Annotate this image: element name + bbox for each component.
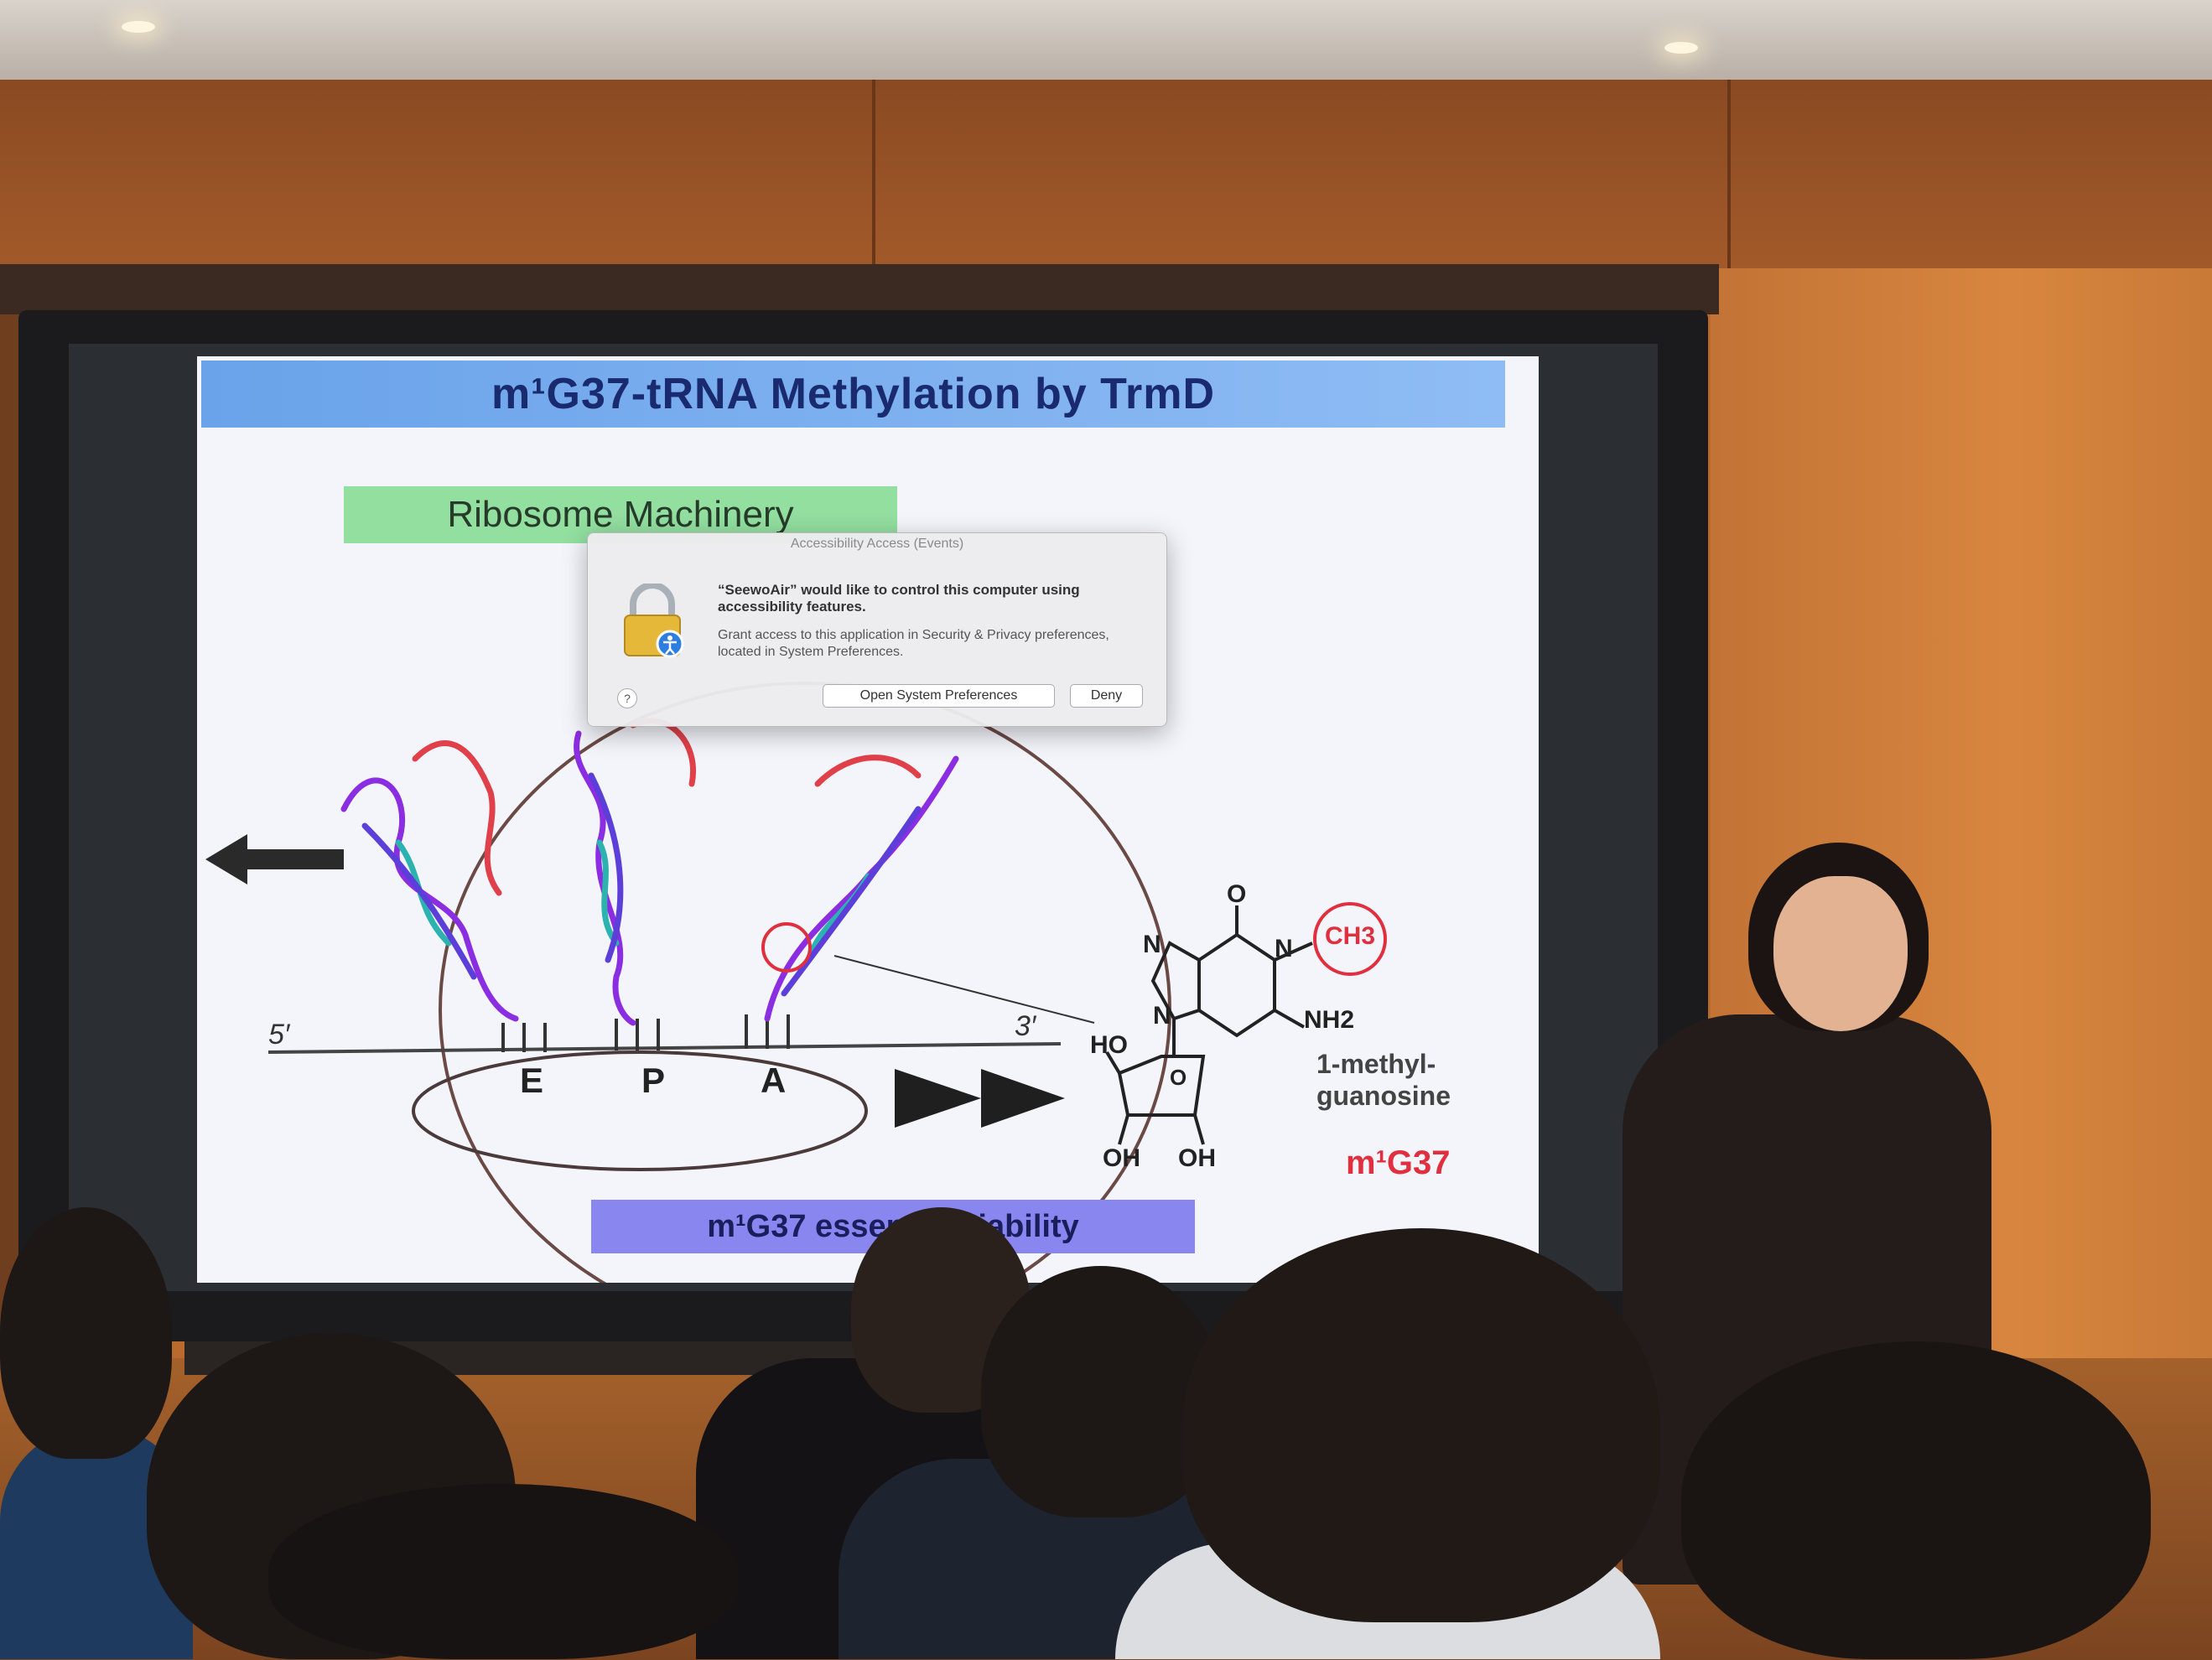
forward-triangle [981, 1069, 1065, 1128]
chem-n7: N [1143, 931, 1161, 958]
accessibility-dialog: Accessibility Access (Events) “SeewoAir”… [587, 532, 1167, 727]
methyl-highlight-circle [1313, 902, 1387, 976]
molecule-name: 1-methyl- guanosine [1316, 1049, 1451, 1111]
large-subunit-outline [439, 682, 1171, 1283]
forward-triangle [895, 1069, 981, 1128]
audience-head [0, 1207, 172, 1459]
slide-title: m¹G37-tRNA Methylation by TrmD [491, 370, 1216, 418]
p-site-label: P [641, 1061, 666, 1100]
a-site-label: A [761, 1061, 787, 1100]
deny-button[interactable]: Deny [1070, 684, 1143, 708]
trna-e-site [340, 740, 519, 1022]
g37-highlight-circle [761, 922, 812, 973]
lock-icon [621, 584, 684, 659]
chem-n9: N [1153, 1002, 1171, 1030]
chem-oh-2: OH [1178, 1144, 1216, 1172]
panel-seam [872, 80, 875, 272]
ceiling-light [122, 21, 155, 33]
audience-head [268, 1484, 738, 1659]
chem-oxygen: O [1227, 880, 1247, 908]
panel-seam [1727, 80, 1731, 272]
mrna-strand [267, 1042, 1062, 1054]
callout-line [833, 955, 1095, 1024]
m1g37-label: m¹G37 [1346, 1144, 1451, 1181]
e-site-label: E [520, 1061, 544, 1100]
presenter-face [1773, 876, 1908, 1031]
slide-title-bar: m¹G37-tRNA Methylation by TrmD [201, 361, 1505, 428]
guanosine-structure [1105, 905, 1313, 1145]
dialog-message: “SeewoAir” would like to control this co… [718, 582, 1080, 615]
audience-head [1681, 1341, 2151, 1659]
dialog-info-text: Grant access to this application in Secu… [718, 628, 1109, 659]
wood-wall-panel [0, 80, 2212, 272]
presentation-slide: m¹G37-tRNA Methylation by TrmD Ribosome … [197, 356, 1539, 1283]
audience-head [981, 1266, 1220, 1517]
chem-nh2: NH2 [1304, 1006, 1355, 1034]
ceiling [0, 0, 2212, 80]
chem-n1: N [1275, 935, 1293, 962]
chem-ch3: CH3 [1325, 922, 1376, 950]
audience-head [1182, 1228, 1660, 1622]
chem-ho: HO [1090, 1031, 1128, 1059]
ribosome-diagram [205, 682, 1387, 1283]
small-subunit-outline [412, 1050, 868, 1171]
exit-arrow [205, 834, 344, 884]
three-prime-label: 3′ [1015, 1010, 1036, 1042]
dialog-title: Accessibility Access (Events) [790, 537, 964, 551]
rail [0, 264, 1719, 314]
codon-ticks [501, 1014, 790, 1052]
trna-a-site [764, 755, 959, 1022]
chem-oh-1: OH [1103, 1144, 1140, 1172]
help-button[interactable]: ? [617, 688, 637, 708]
open-system-preferences-button[interactable]: Open System Preferences [823, 684, 1055, 708]
trna-p-site [574, 718, 696, 1026]
ceiling-light [1664, 42, 1698, 54]
chem-ring-oxygen: O [1170, 1065, 1187, 1090]
five-prime-label: 5′ [268, 1019, 290, 1050]
